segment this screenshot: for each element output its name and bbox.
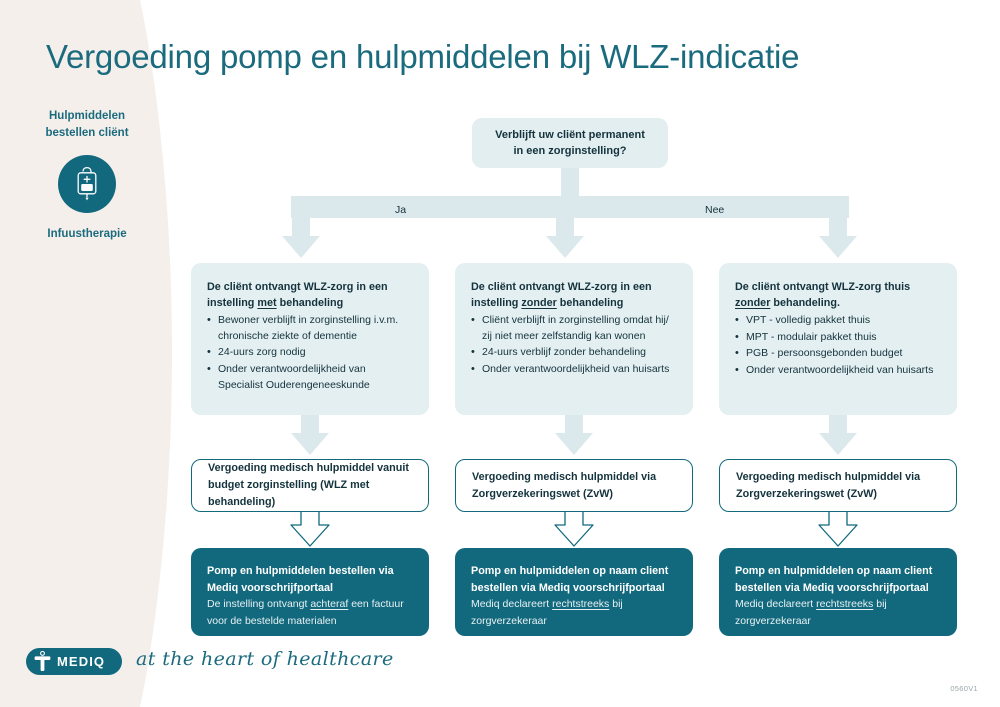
ordering-body-post: bij zorgverzekeraar <box>471 598 623 627</box>
reimbursement-line2: Zorgverzekeringswet (ZvW) <box>472 487 613 500</box>
ordering-body-underline: rechtstreeks <box>552 598 610 611</box>
reimbursement-line2: Zorgverzekeringswet (ZvW) <box>736 487 877 500</box>
list-item: PGB - persoonsgebonden budget <box>735 345 941 362</box>
reimbursement-line1: Vergoeding medisch hulpmiddel via <box>472 470 657 483</box>
decision-line2: in een zorginstelling? <box>513 145 627 157</box>
info-heading-line1: De cliënt ontvangt WLZ-zorg thuis <box>735 281 911 293</box>
ordering-body-pre: Mediq declareert <box>471 598 553 611</box>
list-item: Onder verantwoordelijkheid van huisarts <box>735 362 941 379</box>
list-item: VPT - volledig pakket thuis <box>735 312 941 329</box>
info-bullet-list: Cliënt verblijft in zorginstelling omdat… <box>471 312 677 378</box>
info-bullet-list: Bewoner verblijft in zorginstelling i.v.… <box>207 312 413 394</box>
ordering-body-pre: Mediq declareert <box>735 598 817 611</box>
info-bullet-list: VPT - volledig pakket thuis MPT - modula… <box>735 312 941 379</box>
sidebar-title-line2: bestellen cliënt <box>45 126 129 139</box>
ordering-heading: Pomp en hulpmiddelen op naam client best… <box>471 563 677 596</box>
info-heading-pre: instelling <box>207 297 258 310</box>
decision-line1: Verblijft uw cliënt permanent <box>495 128 645 141</box>
mediq-logo: MEDIQ <box>26 648 122 675</box>
ordering-heading-line2: bestellen via Mediq voorschrijfportaal <box>471 581 665 594</box>
sidebar-product-badge: Hulpmiddelen bestellen cliënt Infuusther… <box>22 108 152 240</box>
list-item: Onder verantwoordelijkheid van huisarts <box>471 361 677 378</box>
info-heading-post: behandeling <box>556 297 624 310</box>
list-item: Onder verantwoordelijkheid van Specialis… <box>207 361 413 394</box>
beige-background-panel <box>0 0 190 707</box>
ordering-body-pre: De instelling ontvangt <box>207 598 311 611</box>
info-card-heading: De cliënt ontvangt WLZ-zorg in een inste… <box>471 279 677 312</box>
ordering-box-column-3: Pomp en hulpmiddelen op naam client best… <box>719 548 957 636</box>
info-heading-underline: zonder <box>735 297 771 310</box>
reimbursement-line1: Vergoeding medisch hulpmiddel via <box>736 470 921 483</box>
ordering-body: De instelling ontvangt achteraf een fact… <box>207 596 413 629</box>
page-title: Vergoeding pomp en hulpmiddelen bij WLZ-… <box>46 38 800 75</box>
ordering-body-post: bij zorgverzekeraar <box>735 598 887 627</box>
info-heading-line1: De cliënt ontvangt WLZ-zorg in een <box>207 281 388 293</box>
list-item: 24-uurs zorg nodig <box>207 344 413 361</box>
logo-pill: MEDIQ <box>26 648 122 675</box>
info-heading-post: behandeling. <box>770 297 840 310</box>
list-item: MPT - modulair pakket thuis <box>735 329 941 346</box>
ordering-heading-line2: bestellen via Mediq voorschrijfportaal <box>735 581 929 594</box>
info-heading-pre: instelling <box>471 297 522 310</box>
sidebar-title-line1: Hulpmiddelen <box>48 110 126 122</box>
ordering-body: Mediq declareert rechtstreeks bij zorgve… <box>735 596 941 629</box>
info-card-heading: De cliënt ontvangt WLZ-zorg in een inste… <box>207 279 413 312</box>
info-card-column-3: De cliënt ontvangt WLZ-zorg thuis zonder… <box>719 263 957 415</box>
ordering-heading-line1: Pomp en hulpmiddelen op naam client <box>471 565 669 577</box>
ordering-heading-line2: Mediq voorschrijfportaal <box>207 581 333 594</box>
decision-node: Verblijft uw cliënt permanent in een zor… <box>472 118 668 168</box>
tagline: at the heart of healthcare <box>136 648 394 670</box>
reimbursement-box-column-1: Vergoeding medisch hulpmiddel vanuit bud… <box>191 459 429 512</box>
ordering-heading-line1: Pomp en hulpmiddelen bestellen via <box>207 565 394 577</box>
list-item: Bewoner verblijft in zorginstelling i.v.… <box>207 312 413 345</box>
ordering-heading: Pomp en hulpmiddelen bestellen via Mediq… <box>207 563 413 596</box>
version-code: 0560V1 <box>950 684 978 693</box>
reimbursement-line1: Vergoeding medisch hulpmiddel vanuit <box>208 462 409 475</box>
info-card-heading: De cliënt ontvangt WLZ-zorg thuis zonder… <box>735 279 941 312</box>
ordering-body-underline: rechtstreeks <box>816 598 874 611</box>
ordering-box-column-1: Pomp en hulpmiddelen bestellen via Mediq… <box>191 548 429 636</box>
branch-label-yes: Ja <box>395 204 407 216</box>
sidebar-title: Hulpmiddelen bestellen cliënt <box>22 108 152 141</box>
reimbursement-box-column-2: Vergoeding medisch hulpmiddel via Zorgve… <box>455 459 693 512</box>
logo-wordmark: MEDIQ <box>57 654 106 669</box>
reimbursement-line2: budget zorginstelling (WLZ met behandeli… <box>208 479 370 508</box>
ordering-box-column-2: Pomp en hulpmiddelen op naam client best… <box>455 548 693 636</box>
list-item: 24-uurs verblijf zonder behandeling <box>471 344 677 361</box>
reimbursement-box-column-3: Vergoeding medisch hulpmiddel via Zorgve… <box>719 459 957 512</box>
infusion-bag-icon <box>58 155 116 214</box>
info-heading-line1: De cliënt ontvangt WLZ-zorg in een <box>471 281 652 293</box>
ordering-body-post: een factuur voor de bestelde materialen <box>207 598 404 627</box>
list-item: Cliënt verblijft in zorginstelling omdat… <box>471 312 677 345</box>
sidebar-caption: Infuustherapie <box>47 228 127 241</box>
info-card-column-2: De cliënt ontvangt WLZ-zorg in een inste… <box>455 263 693 415</box>
ordering-heading: Pomp en hulpmiddelen op naam client best… <box>735 563 941 596</box>
ordering-body-underline: achteraf <box>310 598 349 611</box>
branch-label-no: Nee <box>705 204 725 216</box>
ordering-heading-line1: Pomp en hulpmiddelen op naam client <box>735 565 933 577</box>
ordering-body: Mediq declareert rechtstreeks bij zorgve… <box>471 596 677 629</box>
info-heading-underline: zonder <box>521 297 557 310</box>
info-heading-underline: met <box>257 297 277 310</box>
info-heading-post: behandeling <box>276 297 344 310</box>
mediq-cross-icon <box>34 651 51 671</box>
info-card-column-1: De cliënt ontvangt WLZ-zorg in een inste… <box>191 263 429 415</box>
